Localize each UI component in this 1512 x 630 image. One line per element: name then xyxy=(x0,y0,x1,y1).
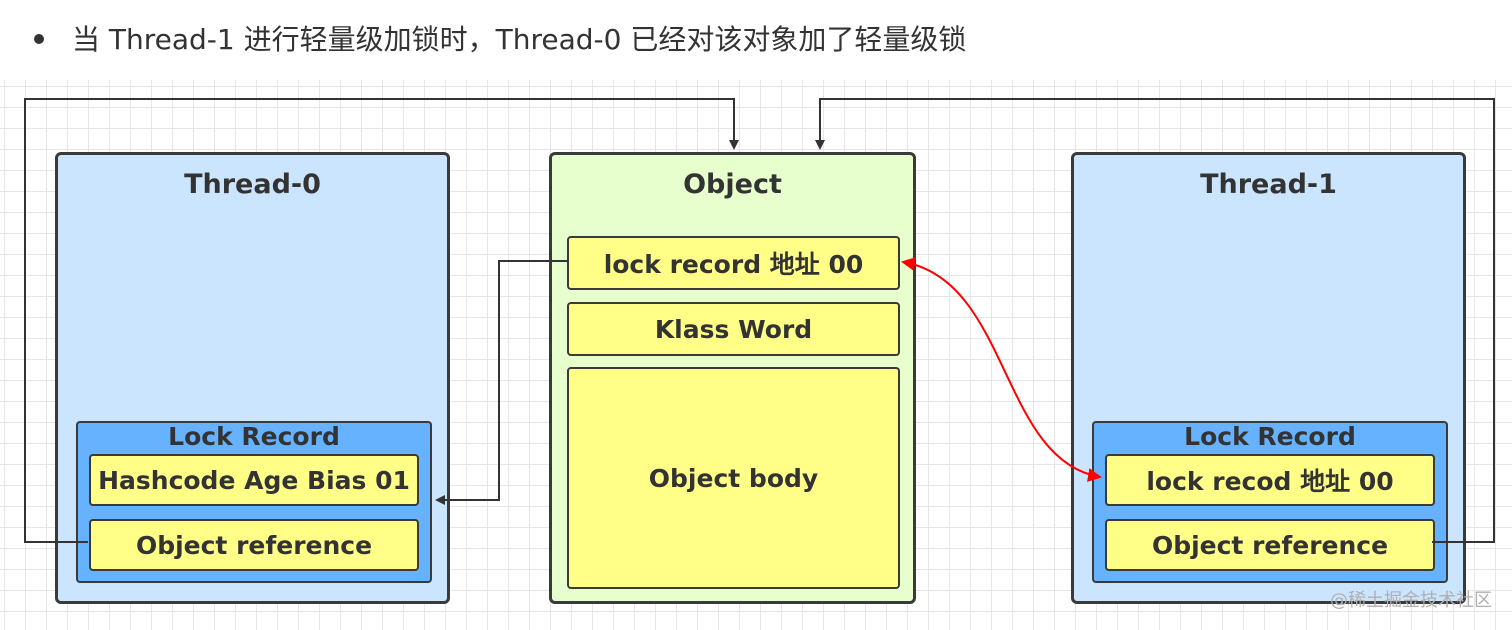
thread-1-title: Thread-1 xyxy=(1200,169,1337,200)
object-body: Object body xyxy=(567,367,900,589)
thread-0-box: Thread-0 Lock Record Hashcode Age Bias 0… xyxy=(55,152,450,604)
thread-0-lock-record-title: Lock Record xyxy=(168,422,340,451)
thread-0-displaced-header: Hashcode Age Bias 01 xyxy=(89,454,419,506)
thread-0-lock-record: Lock Record Hashcode Age Bias 01 Object … xyxy=(76,421,432,583)
object-box: Object lock record 地址 00 Klass Word Obje… xyxy=(549,152,916,604)
object-mark-word: lock record 地址 00 xyxy=(567,236,900,290)
thread-1-lock-record-title: Lock Record xyxy=(1184,422,1356,451)
thread-0-title: Thread-0 xyxy=(184,169,321,200)
thread-1-box: Thread-1 Lock Record lock recod 地址 00 Ob… xyxy=(1071,152,1466,604)
thread-0-object-reference: Object reference xyxy=(89,519,419,571)
thread-1-object-reference: Object reference xyxy=(1105,519,1435,571)
heading-text: 当 Thread-1 进行轻量级加锁时，Thread-0 已经对该对象加了轻量级… xyxy=(72,23,967,56)
diagram: Thread-0 Lock Record Hashcode Age Bias 0… xyxy=(0,80,1512,630)
bullet-dot-icon xyxy=(34,34,44,44)
thread-1-lock-record: Lock Record lock recod 地址 00 Object refe… xyxy=(1092,421,1448,583)
object-title: Object xyxy=(683,169,782,200)
object-klass-word: Klass Word xyxy=(567,302,900,356)
thread-1-lock-record-header: lock recod 地址 00 xyxy=(1105,454,1435,506)
heading: 当 Thread-1 进行轻量级加锁时，Thread-0 已经对该对象加了轻量级… xyxy=(34,18,966,58)
watermark: @稀土掘金技术社区 xyxy=(1330,590,1492,611)
